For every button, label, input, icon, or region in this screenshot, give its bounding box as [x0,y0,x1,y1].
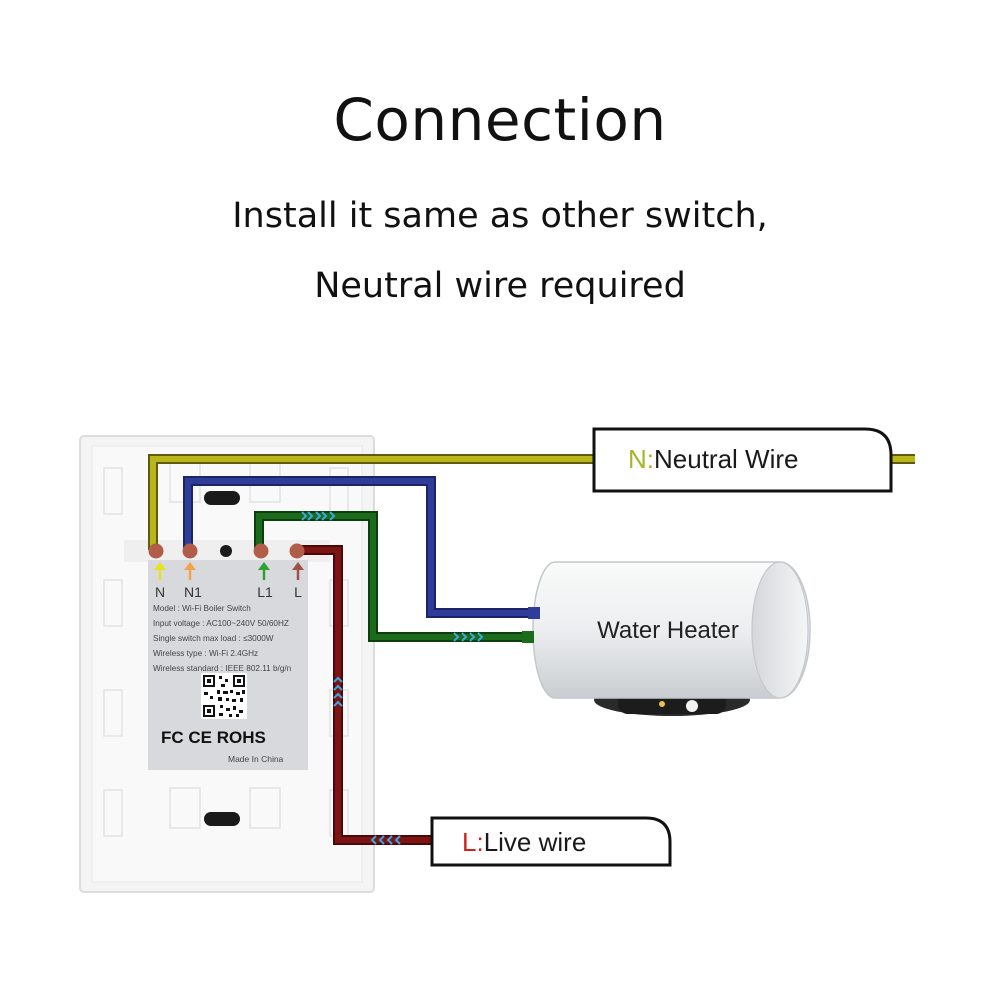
terminal-arrows [154,562,304,580]
terminal-n [148,543,164,559]
terminal-block [148,543,305,559]
n1-wire [185,478,530,616]
neutral-label-text: Neutral Wire [654,444,798,474]
terminal-label-n1: N1 [184,584,202,600]
spec-text: Model : Wi-Fi Boiler Switch Input voltag… [153,604,292,673]
terminal-label-l1: L1 [257,584,273,600]
current-chevrons [301,511,484,845]
certification-marks: FC CE ROHS [161,728,266,747]
terminal-label-l: L [294,584,302,600]
subtitle-line-1: Install it same as other switch, [232,196,768,236]
terminal-n1 [182,543,198,559]
spec-line-2: Input voltage : AC100~240V 50/60HZ [153,619,289,628]
terminal-l [289,543,305,559]
terminal-l1 [253,543,269,559]
arrow-up-icon [258,562,270,570]
neutral-wire-callout: N:Neutral Wire [592,427,893,493]
spec-line-3: Single switch max load : ≤3000W [153,634,274,643]
svg-text:L:Live wire: L:Live wire [462,827,586,857]
neutral-label-prefix: N: [628,444,654,474]
page-title: Connection [333,86,667,154]
subtitle-line-2: Neutral wire required [314,266,686,306]
svg-text:N:Neutral Wire: N:Neutral Wire [628,444,798,474]
spec-line-1: Model : Wi-Fi Boiler Switch [153,604,251,613]
terminal-blank [220,545,232,557]
appliance-label: Water Heater [597,617,739,644]
live-label-text: Live wire [484,827,587,857]
water-heater [522,561,811,716]
terminal-labels: N N1 L1 L [155,584,302,600]
live-label-prefix: L: [462,827,484,857]
arrow-up-icon [292,562,304,570]
arrow-up-icon [184,562,196,570]
made-in-label: Made In China [228,754,284,764]
arrow-up-icon [154,562,166,570]
terminal-label-n: N [155,584,165,600]
mount-slot-bottom [204,812,240,826]
l1-wire [256,513,525,640]
qr-code [201,673,247,719]
spec-line-5: Wireless standard : IEEE 802.11 b/g/n [153,664,292,673]
spec-sticker [148,560,308,770]
spec-line-4: Wireless type : Wi-Fi 2.4GHz [153,649,258,658]
live-wire-callout: L:Live wire [430,816,672,867]
mount-slot-top [204,491,240,505]
